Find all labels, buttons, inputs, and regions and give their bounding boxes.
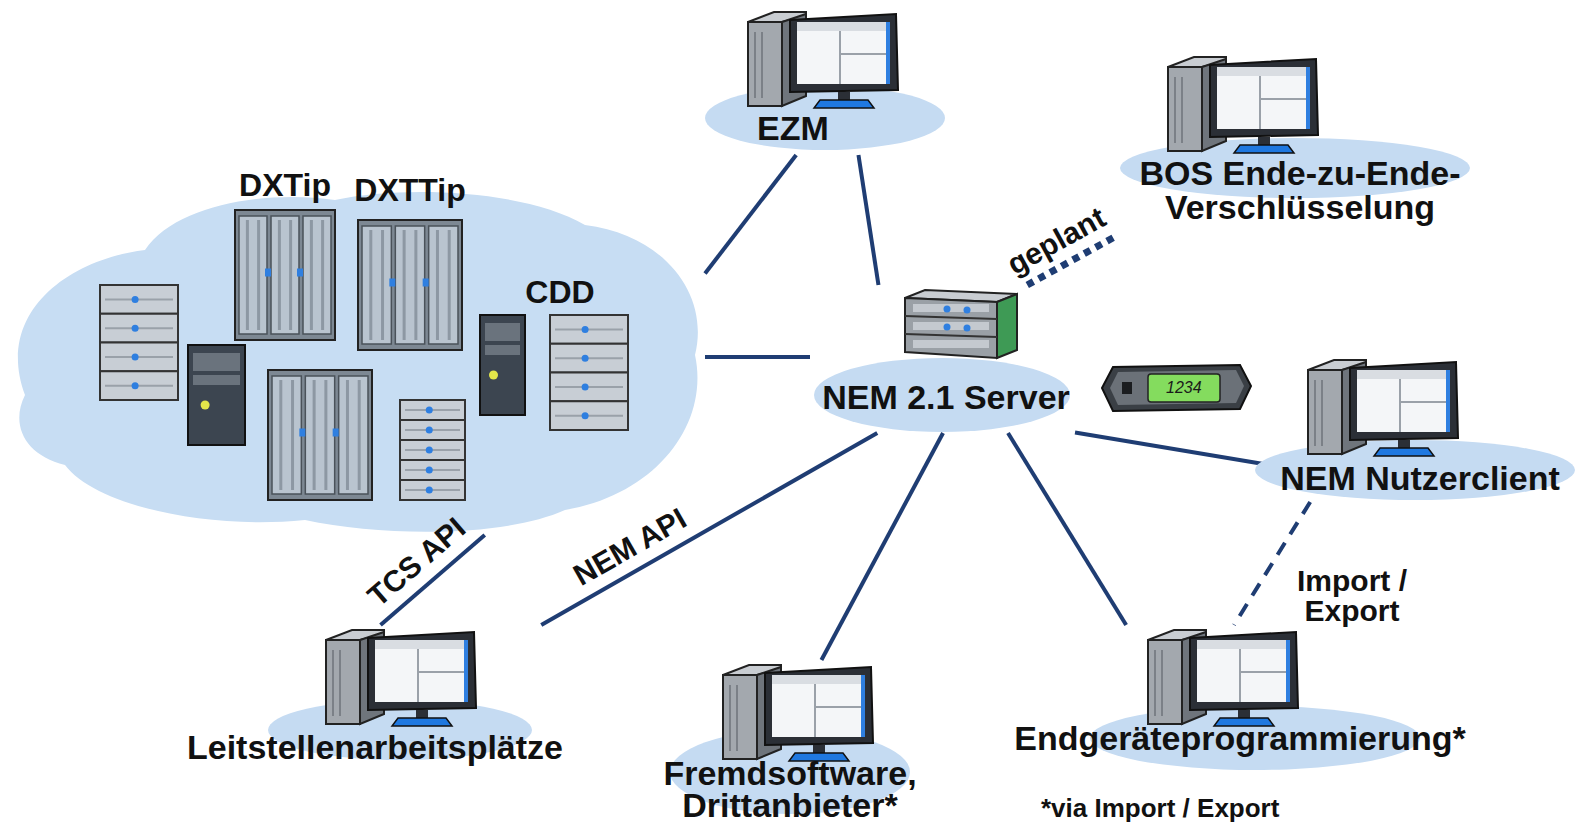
token-device bbox=[1102, 365, 1251, 411]
workstation: BOS Ende-zu-Ende-Verschlüsselung bbox=[1109, 50, 1491, 235]
display-value: 1234 bbox=[1166, 380, 1202, 396]
node-label: Leitstellenarbeitsplätze bbox=[187, 730, 563, 764]
node-label: NEM 2.1 Server bbox=[822, 380, 1070, 414]
connector bbox=[705, 155, 796, 274]
node-label: DXTip bbox=[239, 169, 331, 201]
workstation: Leitstellenarbeitsplätze bbox=[181, 625, 569, 765]
node-label: Endgeräteprogrammierung* bbox=[1014, 721, 1466, 755]
workstation: NEM Nutzerclient bbox=[1262, 355, 1578, 502]
node-label: BOS Ende-zu-Ende-Verschlüsselung bbox=[1115, 156, 1485, 224]
edge-label: Import / Export bbox=[1277, 566, 1427, 626]
connector bbox=[705, 355, 810, 359]
node-label: NEM Nutzerclient bbox=[1280, 461, 1560, 495]
connector bbox=[1008, 433, 1126, 625]
edge-label: TCS API bbox=[363, 512, 471, 611]
node-label: CDD bbox=[525, 276, 594, 308]
footnote: *via Import / Export bbox=[1041, 795, 1279, 821]
connector bbox=[1234, 502, 1310, 625]
server-cloud: DXTip DXTTipCDD bbox=[5, 165, 705, 535]
workstation: EZM bbox=[700, 5, 950, 155]
node-label: DXTTip bbox=[354, 174, 465, 206]
edge-label: geplant bbox=[1002, 203, 1110, 281]
server: NEM 2.1 Server bbox=[810, 285, 1075, 433]
workstation: Endgeräteprogrammierung* bbox=[1005, 625, 1480, 765]
connector bbox=[1075, 433, 1262, 464]
workstation: Fremdsoftware, Drittanbieter* bbox=[645, 660, 940, 826]
node-label: Fremdsoftware, Drittanbieter* bbox=[650, 757, 930, 822]
node-label: EZM bbox=[757, 111, 829, 145]
cloud-shape bbox=[5, 165, 705, 535]
connector bbox=[821, 433, 943, 660]
edge-label: NEM API bbox=[569, 503, 691, 591]
connector bbox=[858, 155, 878, 285]
